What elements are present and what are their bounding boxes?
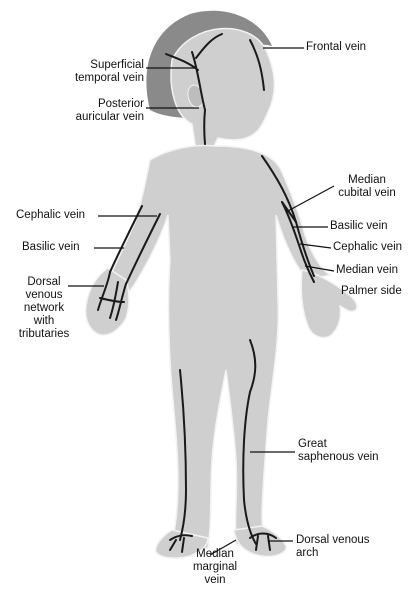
label-cephalic-vein-left: Cephalic vein	[16, 209, 85, 222]
label-cephalic-vein-right: Cephalic vein	[333, 241, 402, 254]
label-line: Dorsal	[18, 276, 70, 289]
head	[171, 28, 274, 150]
label-line: vein	[184, 574, 246, 587]
auricular-vein-line	[204, 110, 205, 144]
label-superficial-temporal-vein: Superficial temporal vein	[54, 59, 144, 85]
label-line: Median	[330, 174, 404, 187]
label-posterior-auricular-vein: Posterior auricular vein	[50, 98, 144, 124]
right-hand	[301, 270, 357, 338]
label-line: Great	[298, 438, 379, 451]
label-median-vein: Median vein	[336, 264, 398, 277]
label-line: tributaries	[18, 328, 70, 341]
label-median-marginal-vein: Median marginal vein	[184, 548, 246, 587]
label-frontal-vein: Frontal vein	[306, 41, 366, 54]
label-line: Dorsal venous	[296, 534, 370, 547]
label-line: auricular vein	[50, 111, 144, 124]
label-line: venous	[18, 289, 70, 302]
label-line: arch	[296, 547, 370, 560]
label-line: network	[18, 302, 70, 315]
label-great-saphenous-vein: Great saphenous vein	[298, 438, 379, 464]
label-line: temporal vein	[54, 72, 144, 85]
label-line: marginal	[184, 561, 246, 574]
label-palmer-side: Palmer side	[341, 285, 402, 298]
label-line: with	[18, 315, 70, 328]
label-line: cubital vein	[330, 187, 404, 200]
label-median-cubital-vein: Median cubital vein	[330, 174, 404, 200]
label-line: Posterior	[50, 98, 144, 111]
label-line: Superficial	[54, 59, 144, 72]
label-dorsal-venous-arch: Dorsal venous arch	[296, 534, 370, 560]
label-basilic-vein-right: Basilic vein	[330, 220, 388, 233]
label-line: Median	[184, 548, 246, 561]
label-dorsal-venous-network: Dorsal venous network with tributaries	[18, 276, 70, 341]
label-line: saphenous vein	[298, 451, 379, 464]
label-basilic-vein-left: Basilic vein	[22, 241, 80, 254]
